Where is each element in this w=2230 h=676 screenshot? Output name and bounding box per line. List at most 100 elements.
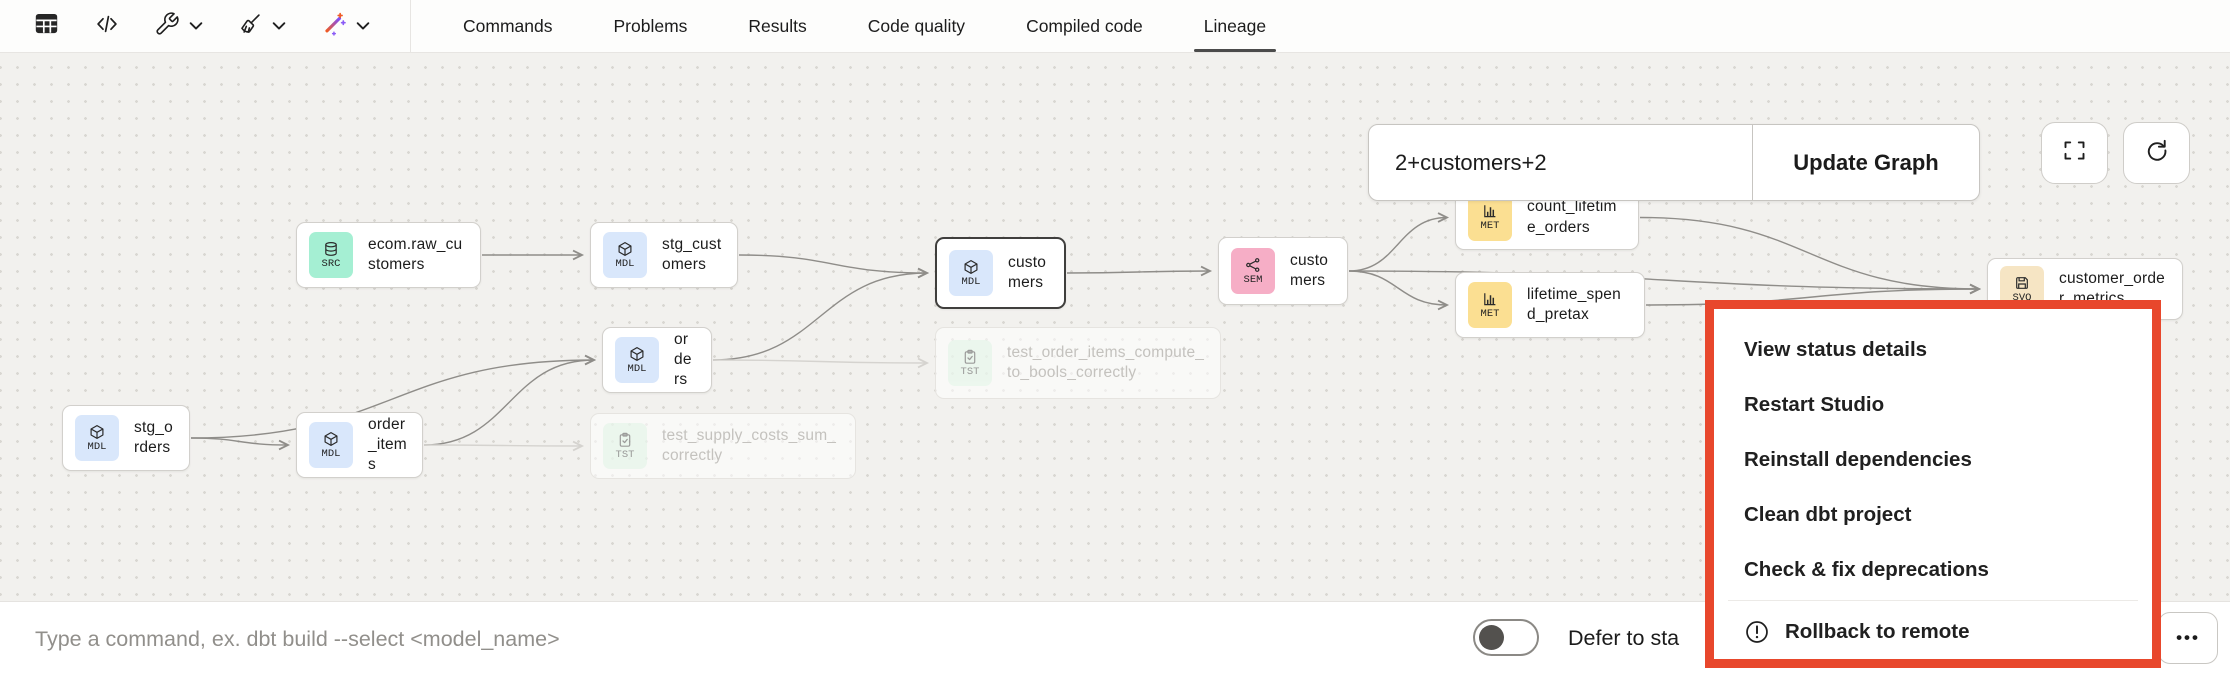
node-name: count_lifetime_orders [1527, 198, 1617, 236]
broom-icon [237, 11, 263, 42]
toolbar-icon-group [0, 10, 404, 42]
more-options-button[interactable]: ••• [2158, 612, 2218, 664]
node-badge-sem: SEM [1231, 248, 1275, 294]
menu-divider [1728, 600, 2138, 601]
node-name: ecom.raw_customers [368, 235, 463, 273]
menu-item-restart-studio[interactable]: Restart Studio [1744, 392, 1885, 416]
lineage-selection-input[interactable] [1369, 125, 1752, 200]
lineage-selector-group: Update Graph [1368, 124, 1980, 201]
node-name: order_items [368, 415, 407, 474]
graph-node-lifetime-spend-pretax[interactable]: MET lifetime_spend_pretax [1455, 272, 1645, 338]
node-name: stg_customers [662, 235, 722, 273]
node-badge-label: MET [1480, 307, 1500, 320]
node-name: test_supply_costs_sum_correctly [662, 426, 837, 464]
cube-icon [89, 424, 105, 440]
test-icon [962, 349, 978, 365]
node-badge-label: SEM [1243, 273, 1263, 286]
node-name: test_order_items_compute_to_bools_correc… [1007, 343, 1205, 381]
saved-query-icon [2014, 275, 2030, 291]
tab-code-quality[interactable]: Code quality [867, 15, 966, 36]
node-name: customers [1290, 251, 1329, 289]
node-name: orders [674, 330, 692, 389]
menu-item-label: Rollback to remote [1785, 619, 1970, 643]
node-badge-label: MDL [961, 275, 981, 288]
refresh-icon [2143, 137, 2170, 169]
menu-item-clean-dbt-project[interactable]: Clean dbt project [1744, 502, 1912, 526]
node-name: customers [1008, 253, 1047, 291]
fullscreen-icon [2061, 137, 2088, 169]
broom-button[interactable] [237, 11, 286, 42]
node-badge-tst: TST [603, 423, 647, 469]
cube-icon [617, 241, 633, 257]
node-name: stg_orders [134, 418, 173, 456]
cube-icon [629, 346, 645, 362]
tab-commands[interactable]: Commands [463, 15, 553, 36]
command-input[interactable] [33, 602, 1417, 676]
chevron-down-icon[interactable] [356, 21, 370, 31]
metric-icon [1482, 203, 1498, 219]
magic-wand-icon [320, 10, 347, 42]
node-badge-label: MDL [627, 362, 647, 375]
toolbar-divider [410, 0, 411, 52]
graph-node-customers-model[interactable]: MDL customers [935, 237, 1066, 309]
node-badge-mdl: MDL [949, 250, 993, 296]
menu-item-reinstall-dependencies[interactable]: Reinstall dependencies [1744, 447, 1972, 471]
code-icon [94, 11, 120, 42]
chevron-down-icon[interactable] [189, 21, 203, 31]
graph-node-orders[interactable]: MDL orders [602, 327, 712, 393]
graph-node-test-order-items[interactable]: TST test_order_items_compute_to_bools_cor… [935, 327, 1221, 399]
graph-node-ecom-raw-customers[interactable]: SRC ecom.raw_customers [296, 222, 481, 288]
table-button[interactable] [33, 10, 60, 42]
code-button[interactable] [94, 11, 120, 42]
cube-icon [323, 431, 339, 447]
node-badge-mdl: MDL [75, 415, 119, 461]
wrench-icon [154, 11, 180, 42]
tab-compiled-code[interactable]: Compiled code [1026, 15, 1143, 36]
defer-label: Defer to sta [1568, 625, 1680, 650]
warning-icon [1744, 619, 1770, 645]
panel-tabbar: Commands Problems Results Code quality Compi… [461, 0, 1277, 52]
node-badge-mdl: MDL [603, 232, 647, 278]
tab-lineage[interactable]: Lineage [1193, 0, 1277, 52]
chevron-down-icon[interactable] [272, 21, 286, 31]
node-badge-met: MET [1468, 194, 1512, 241]
defer-toggle[interactable] [1473, 619, 1539, 656]
toggle-knob [1479, 625, 1504, 650]
top-toolbar: Commands Problems Results Code quality Compi… [0, 0, 2230, 53]
fullscreen-button[interactable] [2041, 122, 2108, 184]
semantic-icon [1245, 257, 1261, 273]
database-icon [323, 241, 339, 257]
node-name: lifetime_spend_pretax [1527, 285, 1621, 323]
wrench-button[interactable] [154, 11, 203, 42]
node-badge-met: MET [1468, 282, 1512, 328]
node-badge-label: MDL [615, 257, 635, 270]
metric-icon [1482, 291, 1498, 307]
graph-node-stg-customers[interactable]: MDL stg_customers [590, 222, 738, 288]
tab-problems[interactable]: Problems [613, 15, 688, 36]
update-graph-button[interactable]: Update Graph [1752, 125, 1979, 200]
menu-item-rollback-to-remote[interactable]: Rollback to remote [1714, 604, 2152, 659]
node-badge-tst: TST [948, 340, 992, 386]
test-icon [617, 432, 633, 448]
menu-item-check-fix-deprecations[interactable]: Check & fix deprecations [1744, 557, 1989, 581]
magic-wand-button[interactable] [320, 10, 370, 42]
refresh-graph-button[interactable] [2123, 122, 2190, 184]
node-badge-label: TST [615, 448, 635, 461]
node-badge-label: MET [1480, 220, 1500, 232]
graph-node-customers-semantic[interactable]: SEM customers [1218, 237, 1348, 305]
node-badge-mdl: MDL [615, 337, 659, 383]
menu-item-view-status-details[interactable]: View status details [1744, 337, 1928, 361]
node-badge-label: TST [960, 365, 980, 378]
table-icon [33, 10, 60, 42]
node-badge-label: MDL [321, 447, 341, 460]
tab-results[interactable]: Results [748, 15, 807, 36]
node-badge-src: SRC [309, 232, 353, 278]
graph-node-test-supply-costs[interactable]: TST test_supply_costs_sum_correctly [590, 413, 856, 479]
node-badge-label: MDL [87, 440, 107, 453]
cube-icon [963, 259, 979, 275]
graph-node-stg-orders[interactable]: MDL stg_orders [62, 405, 190, 471]
node-badge-mdl: MDL [309, 422, 353, 468]
graph-node-order-items[interactable]: MDL order_items [296, 412, 423, 478]
